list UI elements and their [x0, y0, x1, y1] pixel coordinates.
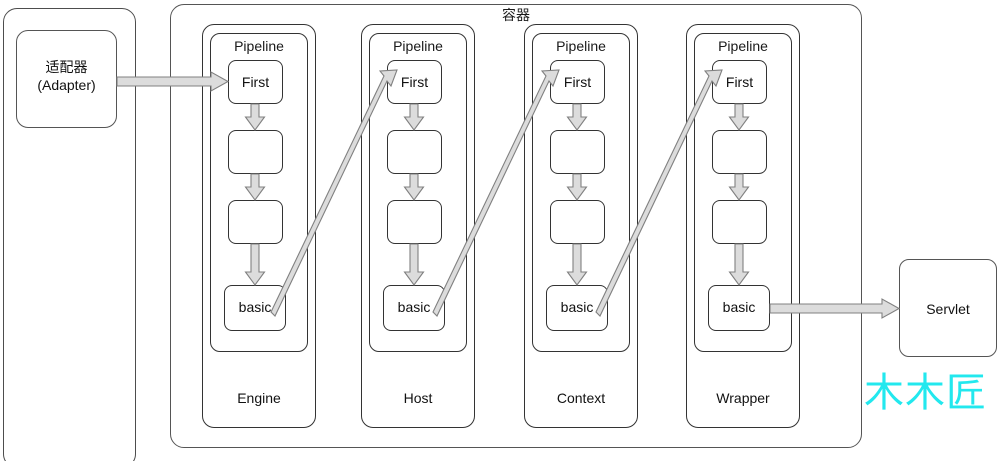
container-box [170, 4, 862, 448]
adapter-outer-shell [3, 8, 136, 461]
node-valve1-wrapper[interactable] [712, 130, 767, 174]
node-valve1-engine[interactable] [228, 130, 283, 174]
pipeline-title-engine: Pipeline [234, 38, 284, 54]
watermark-text: 木木匠 [864, 370, 987, 416]
node-valve2-wrapper[interactable] [712, 200, 767, 244]
node-valve1-host[interactable] [387, 130, 442, 174]
servlet-label: Servlet [926, 301, 970, 317]
adapter-label: 适配器 (Adapter) [37, 59, 96, 93]
node-first-label-host: First [400, 74, 429, 90]
node-basic-label-context: basic [560, 299, 594, 315]
container-title: 容器 [502, 7, 530, 23]
component-label-engine: Engine [237, 390, 281, 406]
component-label-context: Context [556, 390, 606, 406]
node-basic-label-wrapper: basic [722, 299, 756, 315]
pipeline-title-wrapper: Pipeline [718, 38, 768, 54]
node-basic-label-engine: basic [238, 299, 272, 315]
node-valve2-engine[interactable] [228, 200, 283, 244]
component-label-wrapper: Wrapper [716, 390, 770, 406]
node-first-label-wrapper: First [725, 74, 754, 90]
pipeline-title-context: Pipeline [556, 38, 606, 54]
node-valve1-context[interactable] [550, 130, 605, 174]
component-label-host: Host [403, 390, 433, 406]
node-valve2-host[interactable] [387, 200, 442, 244]
node-first-label-engine: First [241, 74, 270, 90]
pipeline-title-host: Pipeline [393, 38, 443, 54]
node-first-label-context: First [563, 74, 592, 90]
node-valve2-context[interactable] [550, 200, 605, 244]
node-basic-label-host: basic [397, 299, 431, 315]
